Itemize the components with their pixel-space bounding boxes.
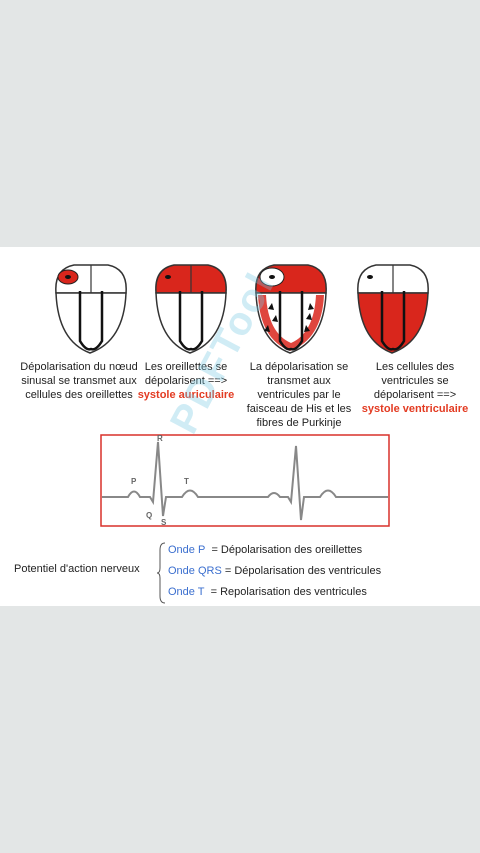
label-q: Q <box>146 511 152 520</box>
heart-2-atria <box>155 264 227 354</box>
heart-1-sa-node <box>55 264 127 354</box>
wave-qrs-desc: = Dépolarisation des ventricules <box>224 565 382 577</box>
caption-2-text: Les oreillettes se dépolarisent ==> <box>144 361 228 387</box>
label-r: R <box>157 434 163 443</box>
label-s: S <box>161 518 167 527</box>
caption-3: La dépolarisation se transmet aux ventri… <box>240 360 358 430</box>
wave-p-name: Onde P <box>168 544 206 556</box>
label-t: T <box>184 477 189 486</box>
ecg-frame <box>100 434 390 527</box>
wave-qrs-name: Onde QRS <box>168 565 222 577</box>
legend-wave-qrs: Onde QRS = Dépolarisation des ventricule… <box>168 565 381 577</box>
heart-4-ventricles <box>357 264 429 354</box>
wave-p-desc: = Dépolarisation des oreillettes <box>211 544 363 556</box>
caption-2: Les oreillettes se dépolarisent ==> syst… <box>127 360 245 402</box>
caption-4-text: Les cellules des ventricules se dépolari… <box>373 361 457 401</box>
diagram-slide: Dépolarisation du nœud sinusal se transm… <box>0 247 480 606</box>
legend-brace <box>156 542 166 604</box>
label-p: P <box>131 477 137 486</box>
heart-3-his-purkinje <box>255 264 327 354</box>
caption-1-text: Dépolarisation du nœud sinusal se transm… <box>20 361 138 401</box>
caption-4: Les cellules des ventricules se dépolari… <box>360 360 470 416</box>
caption-3-text: La dépolarisation se transmet aux ventri… <box>246 361 352 429</box>
ecg-trace: P R T Q S <box>100 434 390 527</box>
caption-2-highlight: systole auriculaire <box>137 389 235 401</box>
legend-wave-t: Onde T = Repolarisation des ventricules <box>168 586 367 598</box>
ecg-waveform <box>102 441 388 521</box>
legend-label: Potentiel d'action nerveux <box>14 563 140 575</box>
caption-4-highlight: systole ventriculaire <box>361 403 469 415</box>
wave-t-name: Onde T <box>168 586 205 598</box>
wave-t-desc: = Repolarisation des ventricules <box>210 586 367 598</box>
legend-wave-p: Onde P = Dépolarisation des oreillettes <box>168 544 362 556</box>
caption-1: Dépolarisation du nœud sinusal se transm… <box>20 360 138 402</box>
